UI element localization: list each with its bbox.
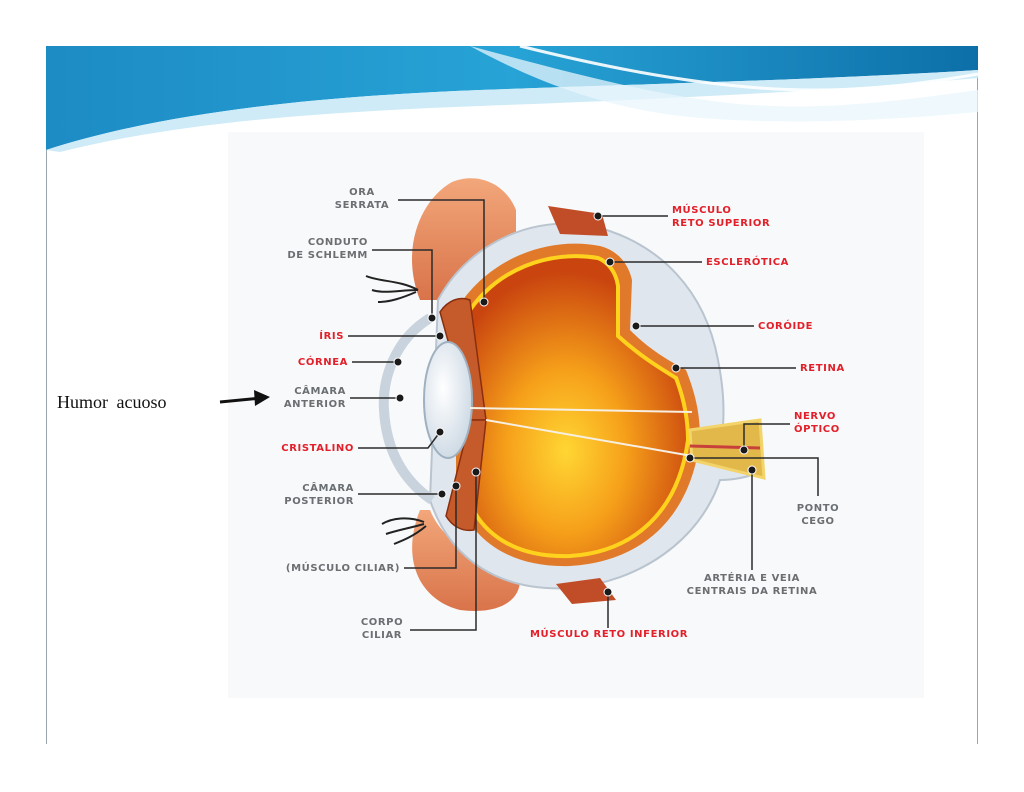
label-musculo-reto-superior: MÚSCULO RETO SUPERIOR (672, 205, 771, 229)
label-conduto-schlemm: CONDUTO DE SCHLEMM (287, 237, 368, 261)
header-banner (46, 44, 979, 152)
humor-acuoso-annotation: Humor acuoso (57, 392, 167, 412)
leader-lines (348, 199, 819, 631)
arrow-right-icon (219, 390, 270, 406)
label-ora-serrata: ORA SERRATA (334, 187, 390, 211)
label-cristalino: CRISTALINO (281, 443, 354, 454)
label-camara-posterior: CÂMARA POSTERIOR (284, 483, 354, 507)
label-cornea: CÓRNEA (297, 357, 348, 368)
label-arteria-veia: ARTÉRIA E VEIA CENTRAIS DA RETINA (686, 573, 818, 597)
label-coroide: CORÓIDE (758, 321, 814, 332)
label-corpo-ciliar: CORPO CILIAR (360, 617, 404, 641)
label-ponto-cego: PONTO CEGO (796, 503, 840, 527)
label-esclerotica: ESCLERÓTICA (706, 257, 789, 268)
label-musculo-reto-inferior: MÚSCULO RETO INFERIOR (530, 629, 689, 640)
eye-illustration (365, 178, 766, 611)
leader-dots (393, 211, 757, 597)
label-retina: RETINA (800, 363, 845, 374)
label-musculo-ciliar: (MÚSCULO CILIAR) (285, 563, 400, 574)
label-nervo-optico: NERVO ÓPTICO (794, 411, 840, 435)
label-iris: ÍRIS (319, 331, 344, 342)
label-camara-anterior: CÂMARA ANTERIOR (283, 386, 346, 410)
